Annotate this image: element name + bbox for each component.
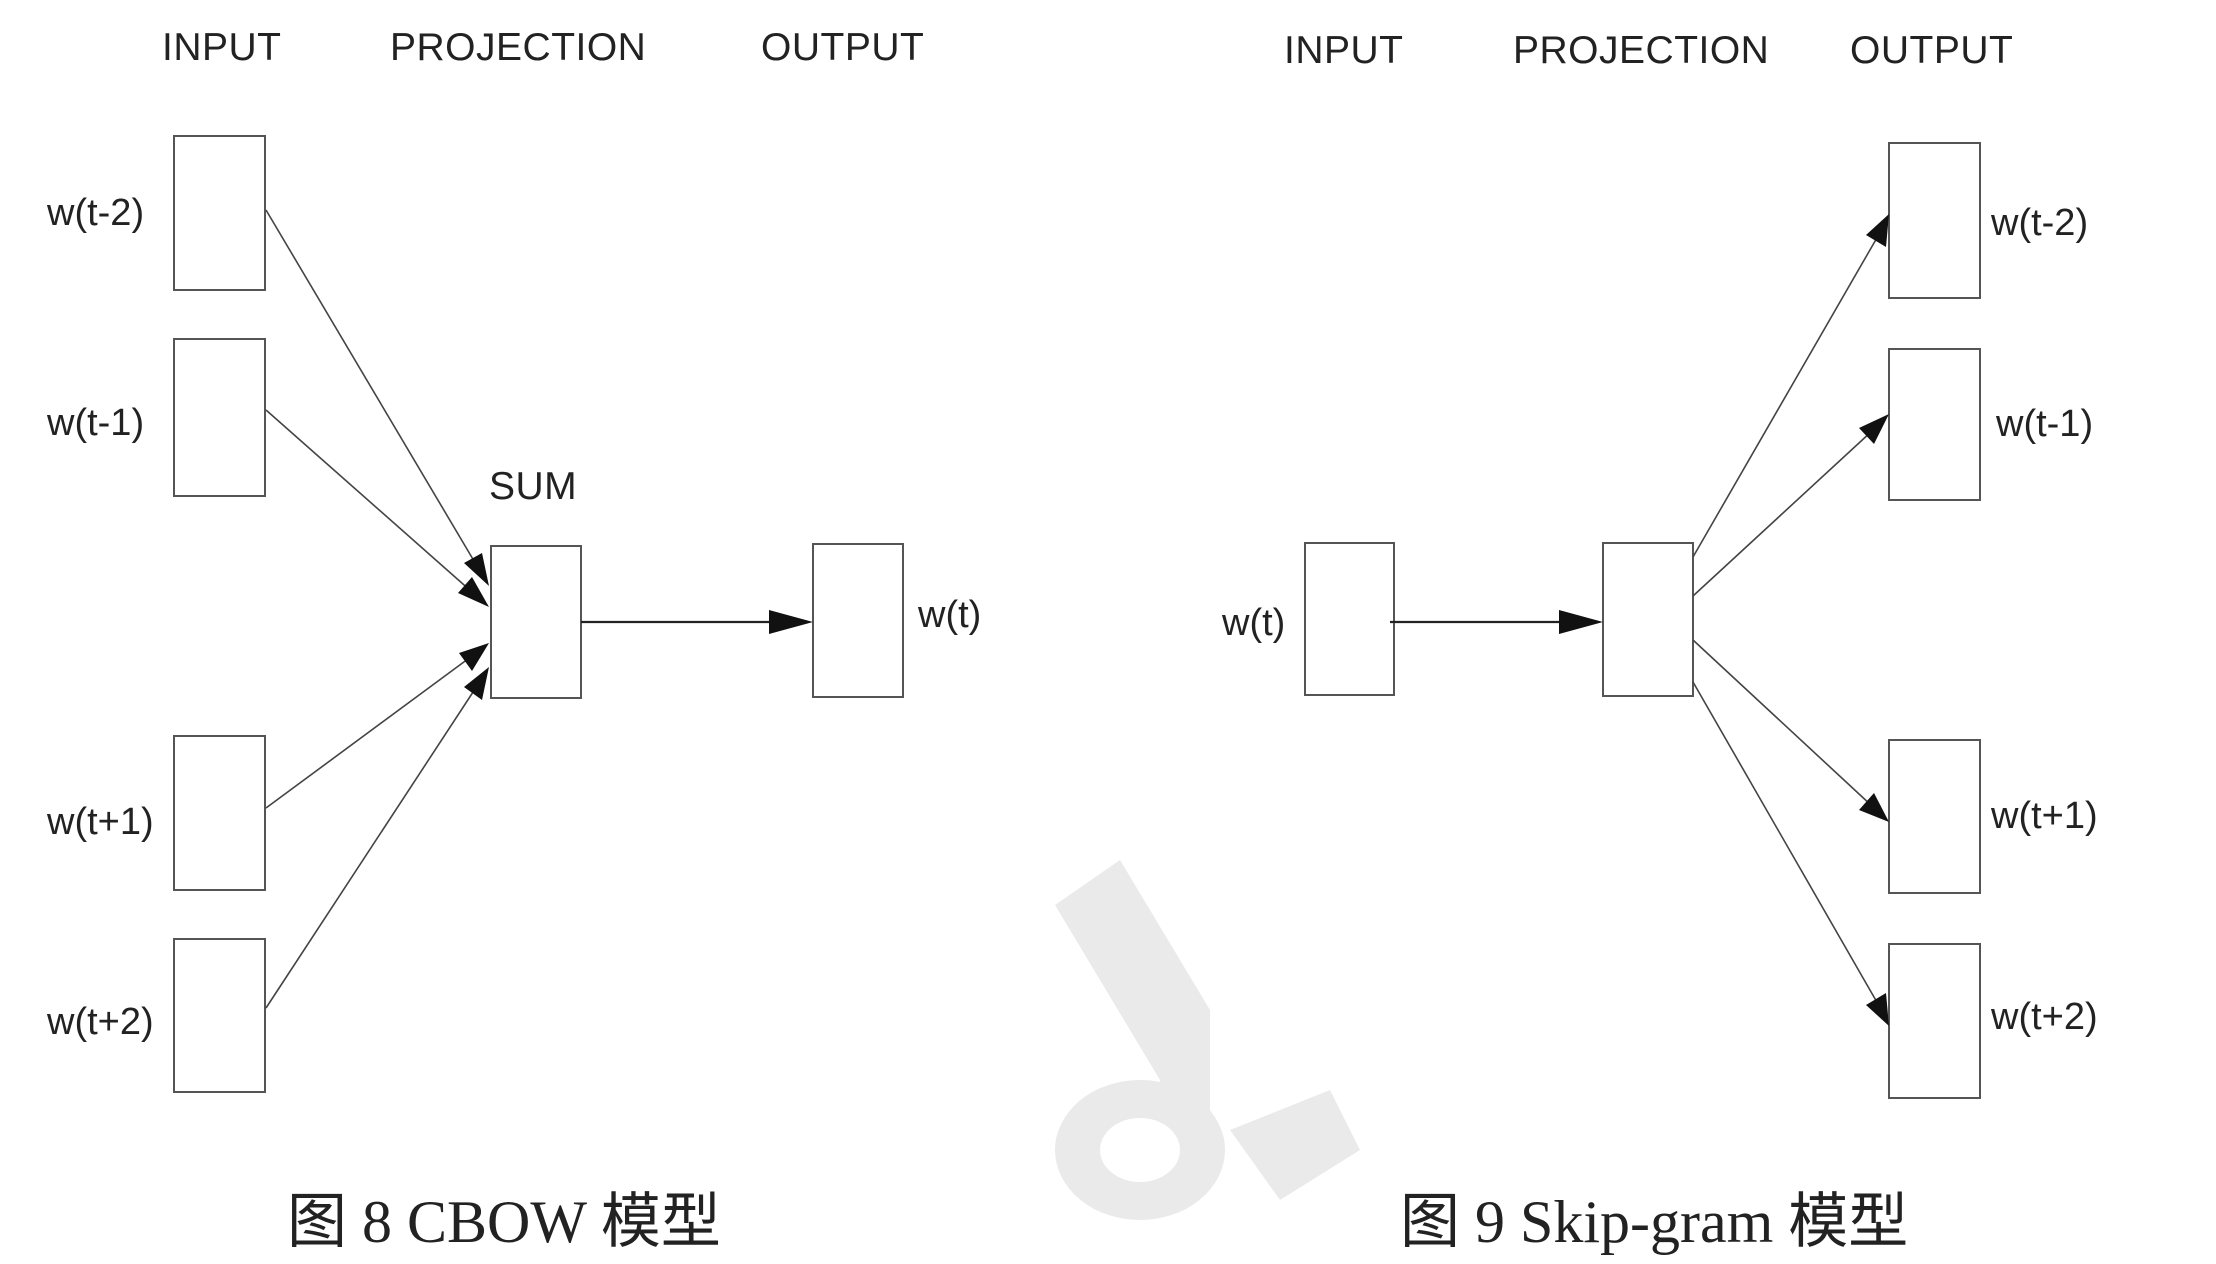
cbow-arrowhead-t-1 bbox=[458, 577, 489, 607]
cbow-edge-t+2 bbox=[265, 685, 478, 1009]
cbow-edge-t-1 bbox=[265, 409, 473, 593]
cbow-input-label-t+2: w(t+2) bbox=[46, 1001, 154, 1043]
skipgram-output-label-t+2: w(t+2) bbox=[1990, 996, 2098, 1038]
cbow-sum-label: SUM bbox=[489, 465, 577, 508]
cbow-arrowhead-t+2 bbox=[464, 667, 489, 700]
skipgram-output-box-t-2 bbox=[1888, 142, 1981, 299]
skipgram-output-box-t+1 bbox=[1888, 739, 1981, 894]
skipgram-output-box-t-1 bbox=[1888, 348, 1981, 501]
skipgram-projection-header: PROJECTION bbox=[1513, 29, 1769, 72]
watermark bbox=[1055, 860, 1360, 1220]
skipgram-caption: 图 9 Skip-gram 模型 bbox=[1400, 1189, 1908, 1255]
cbow-input-header: INPUT bbox=[162, 26, 282, 69]
skipgram-output-header: OUTPUT bbox=[1850, 29, 2013, 72]
cbow-input-label-t-2: w(t-2) bbox=[46, 192, 144, 234]
skipgram-arrowhead-projection bbox=[1559, 610, 1603, 634]
cbow-arrowhead-output bbox=[769, 610, 813, 634]
cbow-caption: 图 8 CBOW 模型 bbox=[287, 1189, 721, 1255]
skipgram-edge-t+1 bbox=[1692, 639, 1873, 807]
cbow-input-box-t+2 bbox=[173, 938, 266, 1093]
skipgram-edge-t-1 bbox=[1692, 430, 1873, 597]
cbow-input-label-t+1: w(t+1) bbox=[46, 801, 154, 843]
cbow-output-label: w(t) bbox=[917, 594, 981, 636]
skipgram-output-label-t-1: w(t-1) bbox=[1995, 403, 2093, 445]
cbow-input-box-t+1 bbox=[173, 735, 266, 891]
skipgram-arrowhead-t+2 bbox=[1866, 993, 1889, 1026]
skipgram-diagram: INPUT PROJECTION OUTPUT w(t) w(t-2) w(t-… bbox=[1221, 29, 2098, 1255]
skipgram-input-label: w(t) bbox=[1221, 602, 1285, 644]
cbow-arrowhead-t+1 bbox=[459, 643, 489, 671]
skipgram-edge-t-2 bbox=[1692, 235, 1879, 558]
cbow-edge-t-2 bbox=[265, 209, 478, 567]
cbow-input-label-t-1: w(t-1) bbox=[46, 402, 144, 444]
cbow-input-box-t-1 bbox=[173, 338, 266, 497]
skipgram-arrowhead-t-1 bbox=[1859, 414, 1889, 444]
skipgram-input-box bbox=[1304, 542, 1395, 696]
cbow-projection-box bbox=[490, 545, 582, 699]
cbow-output-box bbox=[812, 543, 904, 698]
skipgram-edge-t+2 bbox=[1692, 681, 1879, 1005]
cbow-arrowhead-t-2 bbox=[464, 553, 489, 586]
skipgram-projection-box bbox=[1602, 542, 1694, 697]
cbow-input-box-t-2 bbox=[173, 135, 266, 291]
skipgram-input-header: INPUT bbox=[1284, 29, 1404, 72]
skipgram-output-box-t+2 bbox=[1888, 943, 1981, 1099]
cbow-output-header: OUTPUT bbox=[761, 26, 924, 69]
skipgram-arrowhead-t+1 bbox=[1859, 793, 1889, 822]
cbow-diagram: INPUT PROJECTION OUTPUT w(t-2) w(t-1) w(… bbox=[46, 26, 981, 1255]
skipgram-output-label-t+1: w(t+1) bbox=[1990, 795, 2098, 837]
cbow-projection-header: PROJECTION bbox=[390, 26, 646, 69]
cbow-edge-t+1 bbox=[265, 655, 473, 809]
skipgram-arrowhead-t-2 bbox=[1866, 214, 1889, 247]
skipgram-output-label-t-2: w(t-2) bbox=[1990, 202, 2088, 244]
